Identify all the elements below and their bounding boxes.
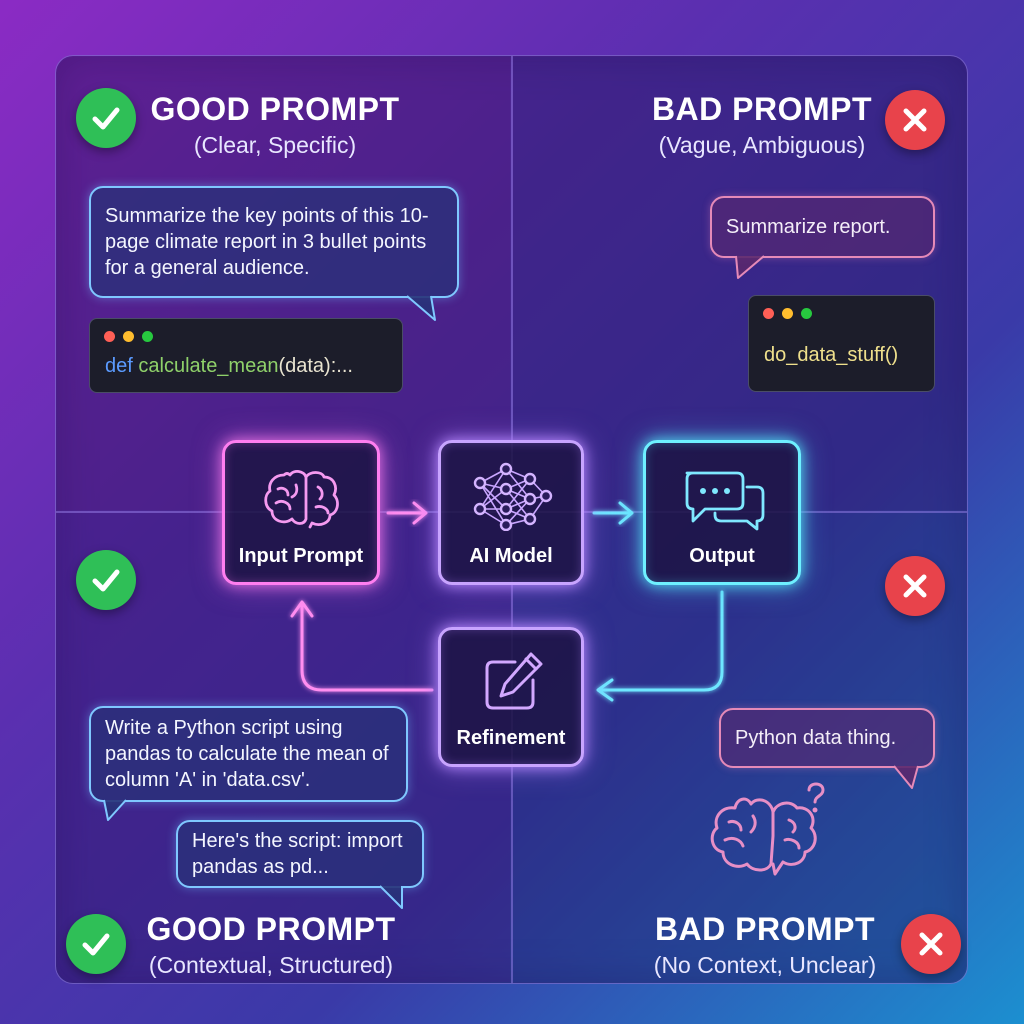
ai-model-node: AI Model — [438, 440, 584, 585]
bubble-tail — [735, 255, 765, 279]
heading-subtitle: (Contextual, Structured) — [148, 952, 394, 978]
model-reply-bubble: Here's the script: import pandas as pd..… — [176, 820, 424, 888]
arrow-model-to-output — [592, 501, 634, 525]
arrow-output-to-refinement — [596, 590, 724, 702]
bubble-tail — [406, 295, 436, 321]
node-label: Output — [689, 545, 755, 567]
bad-prompt-bubble: Summarize report. — [710, 196, 935, 258]
heading-title: BAD PROMPT — [651, 91, 873, 127]
good-prompt-bubble-2: Write a Python script using pandas to ca… — [89, 706, 408, 802]
x-icon — [885, 556, 945, 616]
check-icon — [76, 88, 136, 148]
edit-icon — [485, 652, 543, 710]
refinement-node: Refinement — [438, 627, 584, 767]
bubble-text: Write a Python script using pandas to ca… — [105, 717, 389, 791]
heading-title: GOOD PROMPT — [146, 911, 396, 947]
heading-subtitle: (Vague, Ambiguous) — [658, 132, 866, 158]
bad-prompt-heading-top: BAD PROMPT (Vague, Ambiguous) — [612, 91, 912, 159]
bubble-text: Python data thing. — [735, 727, 897, 749]
code-snippet-bad: do_data_stuff() — [748, 295, 935, 392]
bubble-tail — [893, 765, 919, 789]
code-line: def calculate_mean(data):... — [105, 355, 353, 377]
node-label: Refinement — [456, 727, 566, 749]
code-snippet-good: def calculate_mean(data):... — [89, 318, 403, 393]
good-prompt-heading-bottom: GOOD PROMPT (Contextual, Structured) — [126, 911, 416, 979]
window-dots — [104, 331, 153, 342]
window-dots — [763, 308, 812, 319]
heading-subtitle: (Clear, Specific) — [193, 132, 357, 158]
bad-prompt-bubble-2: Python data thing. — [719, 708, 935, 768]
code-line: do_data_stuff() — [764, 344, 899, 366]
arrow-input-to-model — [386, 501, 428, 525]
node-label: Input Prompt — [238, 545, 364, 567]
output-node: Output — [643, 440, 801, 585]
input-prompt-node: Input Prompt — [222, 440, 380, 585]
good-prompt-heading-top: GOOD PROMPT (Clear, Specific) — [140, 91, 410, 159]
bubble-text: Summarize report. — [726, 216, 891, 238]
bubble-tail — [103, 799, 127, 821]
good-prompt-bubble: Summarize the key points of this 10-page… — [89, 186, 459, 298]
bubble-tail — [379, 885, 403, 909]
bad-prompt-heading-bottom: BAD PROMPT (No Context, Unclear) — [620, 911, 910, 979]
node-label: AI Model — [469, 545, 553, 567]
x-icon — [901, 914, 961, 974]
brain-icon — [264, 470, 339, 529]
check-icon — [76, 550, 136, 610]
bubble-text: Here's the script: import pandas as pd..… — [192, 830, 403, 878]
heading-title: BAD PROMPT — [654, 911, 876, 947]
heading-title: GOOD PROMPT — [150, 91, 400, 127]
x-icon — [885, 90, 945, 150]
chat-bubbles-icon — [685, 471, 765, 531]
neural-network-icon — [473, 462, 553, 531]
bubble-text: Summarize the key points of this 10-page… — [105, 205, 429, 279]
confused-brain-icon — [710, 782, 825, 876]
heading-subtitle: (No Context, Unclear) — [653, 952, 877, 978]
arrow-refinement-to-input — [290, 600, 434, 692]
check-icon — [66, 914, 126, 974]
